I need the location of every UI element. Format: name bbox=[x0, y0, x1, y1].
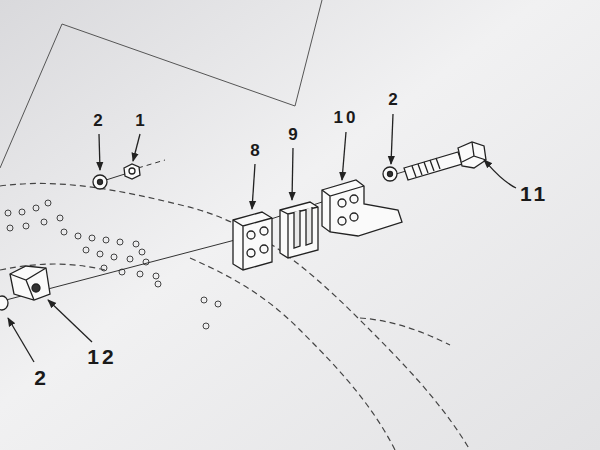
callout-number: 12 bbox=[87, 346, 116, 367]
assembly-axis bbox=[6, 160, 406, 300]
callout-number: 8 bbox=[250, 142, 259, 159]
washer bbox=[383, 167, 397, 181]
spacer-plate bbox=[233, 212, 272, 270]
callout-number: 2 bbox=[34, 367, 46, 388]
callout-number: 1 bbox=[135, 112, 144, 129]
callout-number: 11 bbox=[520, 183, 548, 204]
shim-clip bbox=[280, 202, 318, 258]
mount-bracket bbox=[0, 266, 50, 310]
panel-outline bbox=[0, 0, 322, 168]
callout-number: 2 bbox=[93, 112, 102, 129]
leader-arrows bbox=[8, 114, 516, 362]
hex-bolt bbox=[404, 142, 486, 180]
frame-holes bbox=[5, 200, 221, 329]
callout-number: 9 bbox=[288, 126, 297, 143]
callout-number: 10 bbox=[334, 109, 359, 126]
callout-number: 2 bbox=[388, 91, 397, 108]
angle-bracket bbox=[322, 180, 402, 236]
